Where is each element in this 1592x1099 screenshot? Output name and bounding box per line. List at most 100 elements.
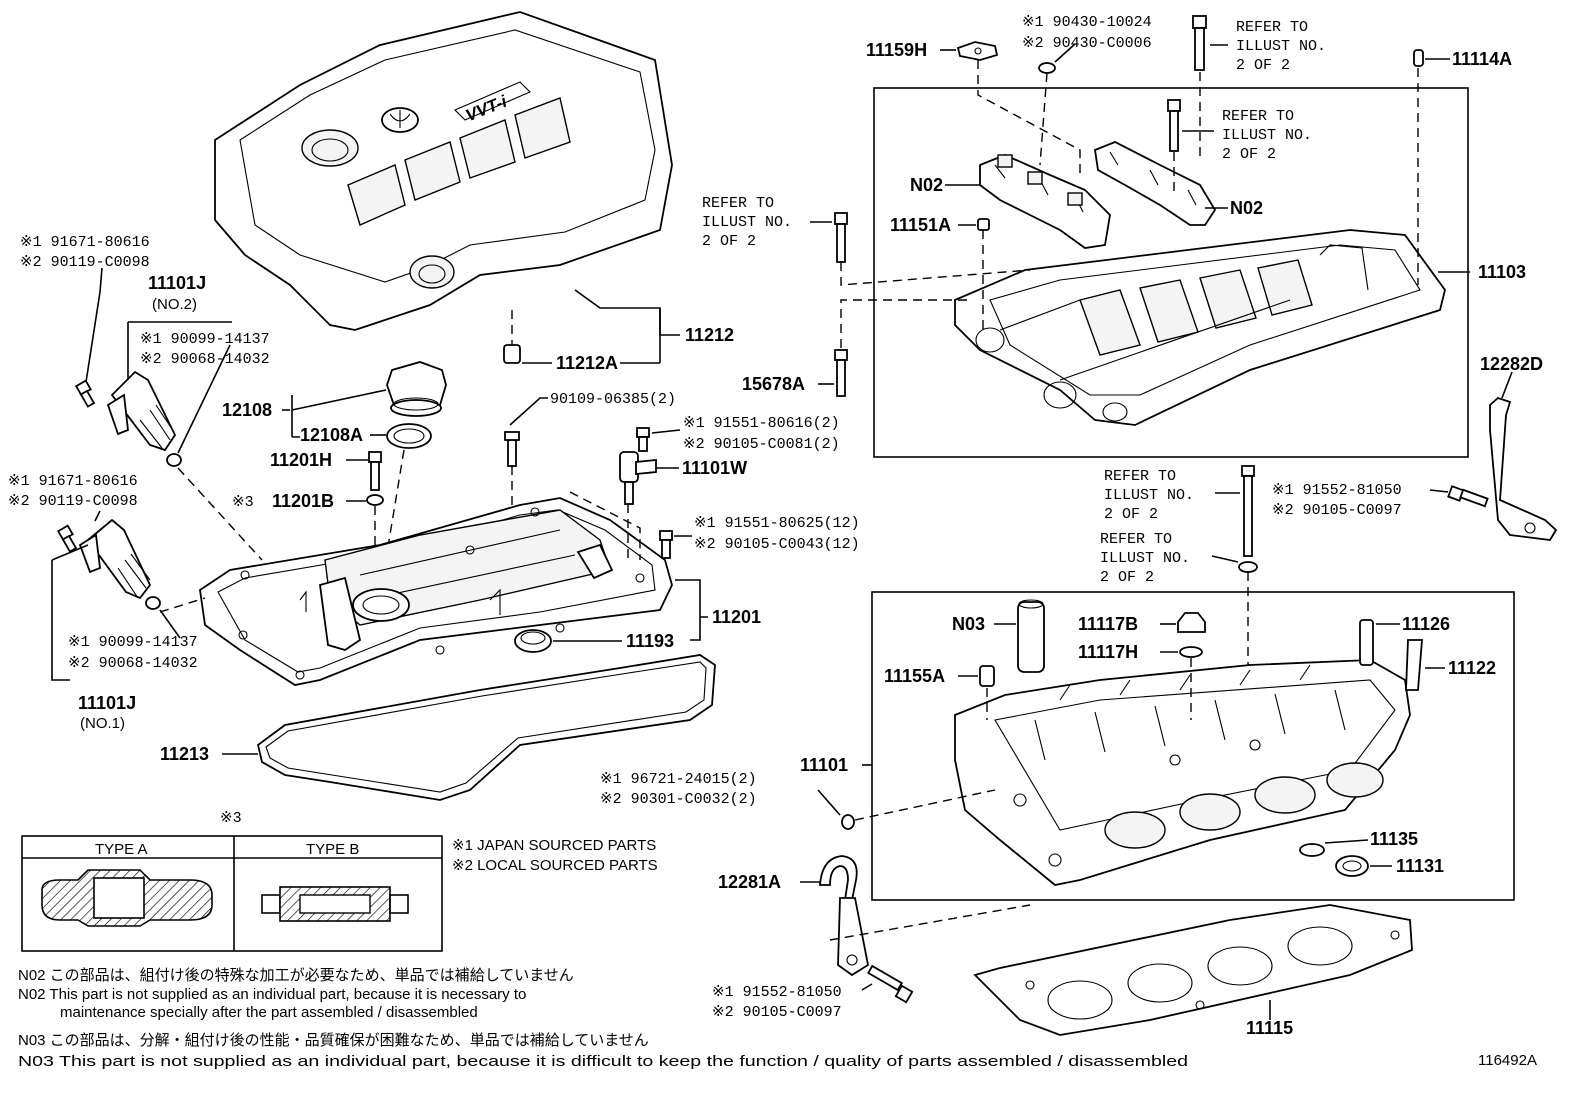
- bolt-hook-d[interactable]: [1447, 485, 1489, 508]
- pin-11155A[interactable]: [979, 665, 995, 687]
- bolt-ocv-no1[interactable]: [56, 524, 78, 553]
- refer-1-line3: 2 OF 2: [1236, 57, 1290, 74]
- bolt-11201H[interactable]: [368, 451, 382, 491]
- refer-3-line2: ILLUST NO.: [702, 214, 792, 231]
- engine-hook-12281A[interactable]: [819, 855, 870, 977]
- bolt-refer-3[interactable]: [834, 212, 848, 263]
- label-bolt-c-1: ※1 91551-80625(12): [694, 515, 860, 532]
- refer-3-line3: 2 OF 2: [702, 233, 756, 250]
- oring-ocv-no2[interactable]: [166, 453, 182, 467]
- bolt-refer-4[interactable]: [1241, 465, 1255, 557]
- label-bolt-w-1: ※1 91551-80616(2): [683, 415, 840, 432]
- oil-cap-gasket[interactable]: [386, 423, 432, 449]
- label-hook-a-2: ※2 90105-C0097: [712, 1004, 842, 1021]
- refer-5-line3: 2 OF 2: [1100, 569, 1154, 586]
- label-11201B-mark: ※3: [232, 494, 254, 511]
- gasket-11117H[interactable]: [1179, 646, 1203, 658]
- refer-2-line2: ILLUST NO.: [1222, 127, 1312, 144]
- engine-hook-12282D[interactable]: [1489, 396, 1558, 541]
- washer-90430[interactable]: [1038, 62, 1056, 74]
- label-bolt-a-2: ※2 90119-C0098: [20, 254, 150, 271]
- label-11201: 11201: [712, 607, 761, 627]
- label-11193: 11193: [626, 631, 674, 651]
- pin-11114A[interactable]: [1413, 49, 1424, 67]
- type-a-label: TYPE A: [95, 841, 148, 858]
- label-oring-a-1: ※1 90099-14137: [140, 331, 270, 348]
- seal-11193[interactable]: [514, 629, 552, 653]
- label-12281A: 12281A: [718, 872, 781, 892]
- ocv-11101J-no2[interactable]: [106, 370, 177, 452]
- label-plug-1: ※1 96721-24015(2): [600, 771, 757, 788]
- pin-11151A[interactable]: [977, 218, 990, 231]
- refer-1-line2: ILLUST NO.: [1236, 38, 1326, 55]
- label-11212A: 11212A: [556, 353, 618, 373]
- label-stud: 90109-06385(2): [550, 391, 676, 408]
- stud-bolt[interactable]: [504, 431, 520, 467]
- oring-ocv-no1[interactable]: [145, 596, 161, 610]
- label-11201B: 11201B: [272, 491, 334, 511]
- label-11155A: 11155A: [884, 666, 945, 686]
- sensor-11101W[interactable]: [619, 451, 657, 505]
- gasket-11159H[interactable]: [956, 41, 999, 61]
- note-n02-en-1: N02 This part is not supplied as an indi…: [18, 986, 526, 1003]
- label-11151A: 11151A: [890, 215, 951, 235]
- label-oring-b-1: ※1 90099-14137: [68, 634, 198, 651]
- note-n03-en: N03 This part is not supplied as an indi…: [18, 1053, 1188, 1070]
- washer-refer-5[interactable]: [1238, 561, 1258, 573]
- label-11101J-no2-sub: (NO.2): [152, 296, 197, 313]
- refer-4-line1: REFER TO: [1104, 468, 1176, 485]
- grommet-11212A[interactable]: [503, 344, 521, 364]
- oil-filler-cap[interactable]: [386, 361, 447, 417]
- label-bolt-b-2: ※2 90119-C0098: [8, 493, 138, 510]
- gasket-11135[interactable]: [1299, 843, 1325, 857]
- refer-3-line1: REFER TO: [702, 195, 774, 212]
- label-11103: 11103: [1478, 262, 1526, 282]
- engine-cover[interactable]: VVT-i: [214, 11, 673, 331]
- stud-15678A[interactable]: [834, 349, 848, 397]
- label-11135: 11135: [1370, 829, 1418, 849]
- refer-4-line2: ILLUST NO.: [1104, 487, 1194, 504]
- washer-11201B[interactable]: [366, 494, 384, 506]
- bearing-caps-n02-right[interactable]: [1094, 141, 1217, 226]
- guide-11126[interactable]: [1359, 619, 1374, 666]
- label-bolt-a-1: ※1 91671-80616: [20, 234, 150, 251]
- camshaft-housing[interactable]: [954, 229, 1446, 426]
- seal-11131[interactable]: [1335, 855, 1369, 877]
- guide-11122[interactable]: [1405, 639, 1423, 691]
- refer-2-line1: REFER TO: [1222, 108, 1294, 125]
- bolt-11101W[interactable]: [636, 427, 650, 452]
- bolt-refer-1[interactable]: [1192, 15, 1207, 71]
- label-12282D: 12282D: [1480, 354, 1543, 374]
- cap-11117B[interactable]: [1177, 612, 1206, 633]
- label-11117H: 11117H: [1078, 642, 1138, 662]
- label-oring-b-2: ※2 90068-14032: [68, 655, 198, 672]
- label-15678A: 15678A: [742, 374, 805, 394]
- note-n02-en-2: maintenance specially after the part ass…: [60, 1004, 478, 1021]
- part-N03[interactable]: [1017, 599, 1045, 673]
- ocv-11101J-no1[interactable]: [78, 518, 152, 600]
- refer-1-line1: REFER TO: [1236, 19, 1308, 36]
- head-cover-gasket[interactable]: [256, 654, 716, 801]
- label-11115: 11115: [1246, 1018, 1293, 1038]
- cylinder-head-cover[interactable]: [199, 497, 673, 686]
- label-11213: 11213: [160, 744, 209, 764]
- bearing-caps-n02-left[interactable]: [979, 154, 1111, 249]
- bolt-refer-2[interactable]: [1167, 99, 1181, 152]
- label-11101W: 11101W: [682, 458, 747, 478]
- type-b-label: TYPE B: [306, 841, 359, 858]
- plug-oring[interactable]: [841, 814, 855, 830]
- label-N03: N03: [952, 614, 985, 634]
- head-gasket-11115[interactable]: [973, 904, 1413, 1036]
- bolt-ocv-no2[interactable]: [74, 379, 96, 408]
- label-bolt-c-2: ※2 90105-C0043(12): [694, 536, 860, 553]
- label-11122: 11122: [1448, 658, 1496, 678]
- label-plug-2: ※2 90301-C0032(2): [600, 791, 757, 808]
- cylinder-head[interactable]: [954, 659, 1411, 886]
- bolt-cover[interactable]: [659, 530, 673, 559]
- bolt-hook-a[interactable]: [867, 964, 914, 1004]
- refer-5-line1: REFER TO: [1100, 531, 1172, 548]
- label-11101J-no1: 11101J: [78, 693, 136, 713]
- label-bolt-b-1: ※1 91671-80616: [8, 473, 138, 490]
- label-12108: 12108: [222, 400, 272, 420]
